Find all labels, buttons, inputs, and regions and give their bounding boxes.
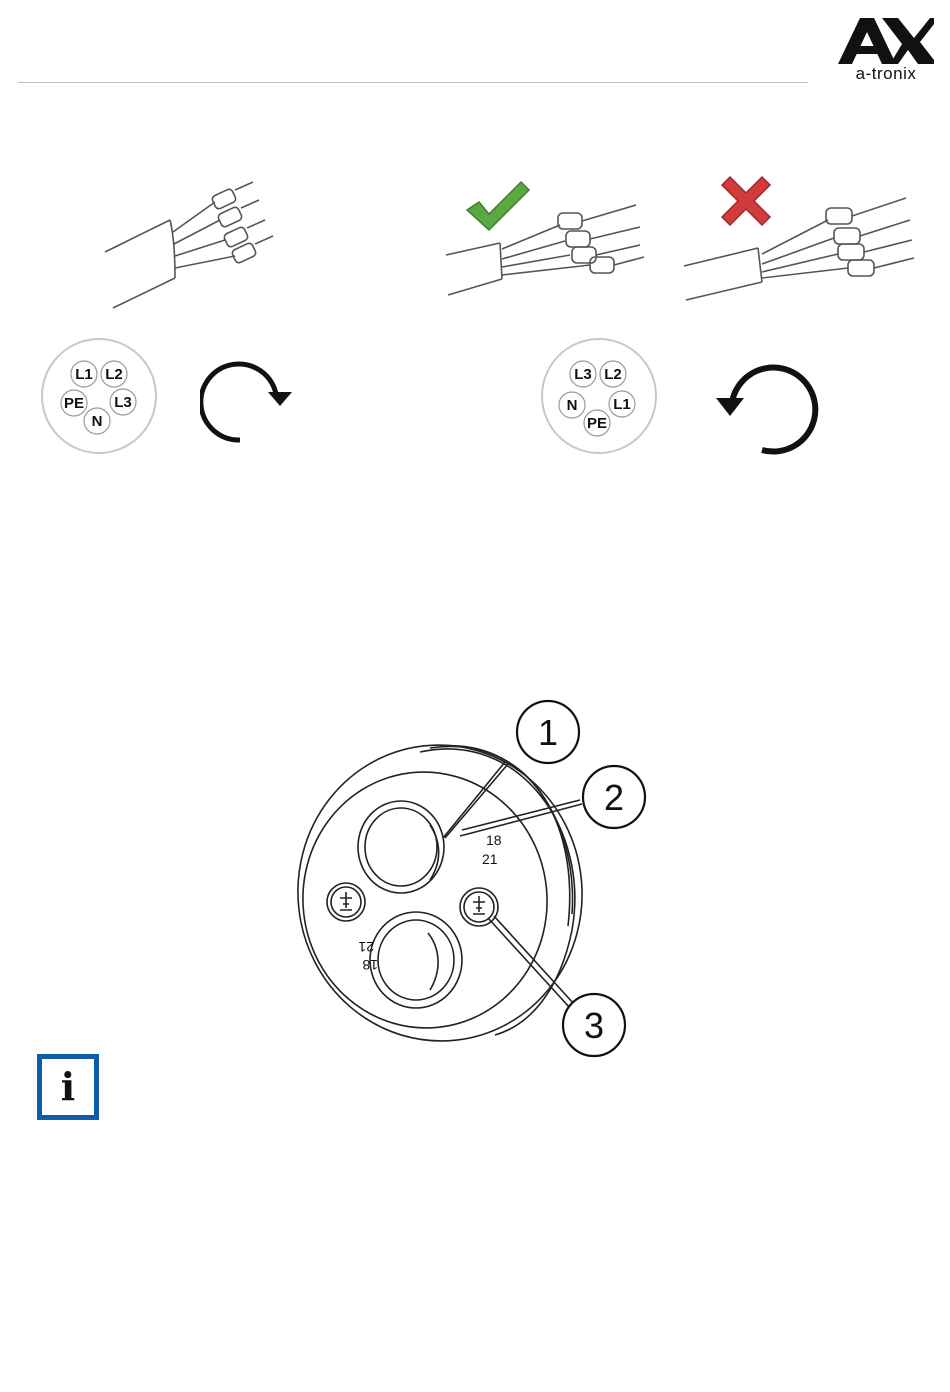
check-mark-icon	[465, 180, 531, 232]
connector-pinout-right: L3 L2 N L1 PE	[540, 337, 658, 455]
counter-clockwise-arrow-icon	[712, 358, 828, 458]
pin-label: L3	[574, 366, 592, 383]
cable-stripped-illustration	[95, 170, 295, 320]
pin-label: L2	[105, 366, 123, 383]
cable-incorrect-illustration	[678, 178, 918, 308]
pin-label: PE	[64, 395, 84, 412]
pin-label: N	[567, 397, 578, 414]
header-rule	[18, 82, 808, 83]
pin-label: L1	[75, 366, 93, 383]
clockwise-arrow-icon	[200, 360, 300, 444]
pin-label: L2	[604, 366, 622, 383]
info-glyph: i	[42, 1059, 94, 1115]
pin-label: PE	[587, 415, 607, 432]
connector-pinout-left: L1 L2 PE L3 N	[40, 337, 158, 455]
callout-3: 3	[584, 1005, 604, 1046]
grommet-illustration: 18 21 21 18 1 2 3	[280, 690, 660, 1060]
info-icon: i	[37, 1054, 99, 1120]
callout-2: 2	[604, 777, 624, 818]
brand-name: a-tronix	[836, 64, 936, 84]
pin-label: N	[92, 413, 103, 430]
pin-label: L3	[114, 394, 132, 411]
diameter-label: 18	[362, 957, 378, 973]
cross-mark-icon	[718, 175, 774, 227]
pin-label: L1	[613, 396, 631, 413]
callout-1: 1	[538, 712, 558, 753]
diameter-label: 21	[358, 939, 374, 955]
diameter-label: 18	[486, 832, 502, 848]
diameter-label: 21	[482, 851, 498, 867]
